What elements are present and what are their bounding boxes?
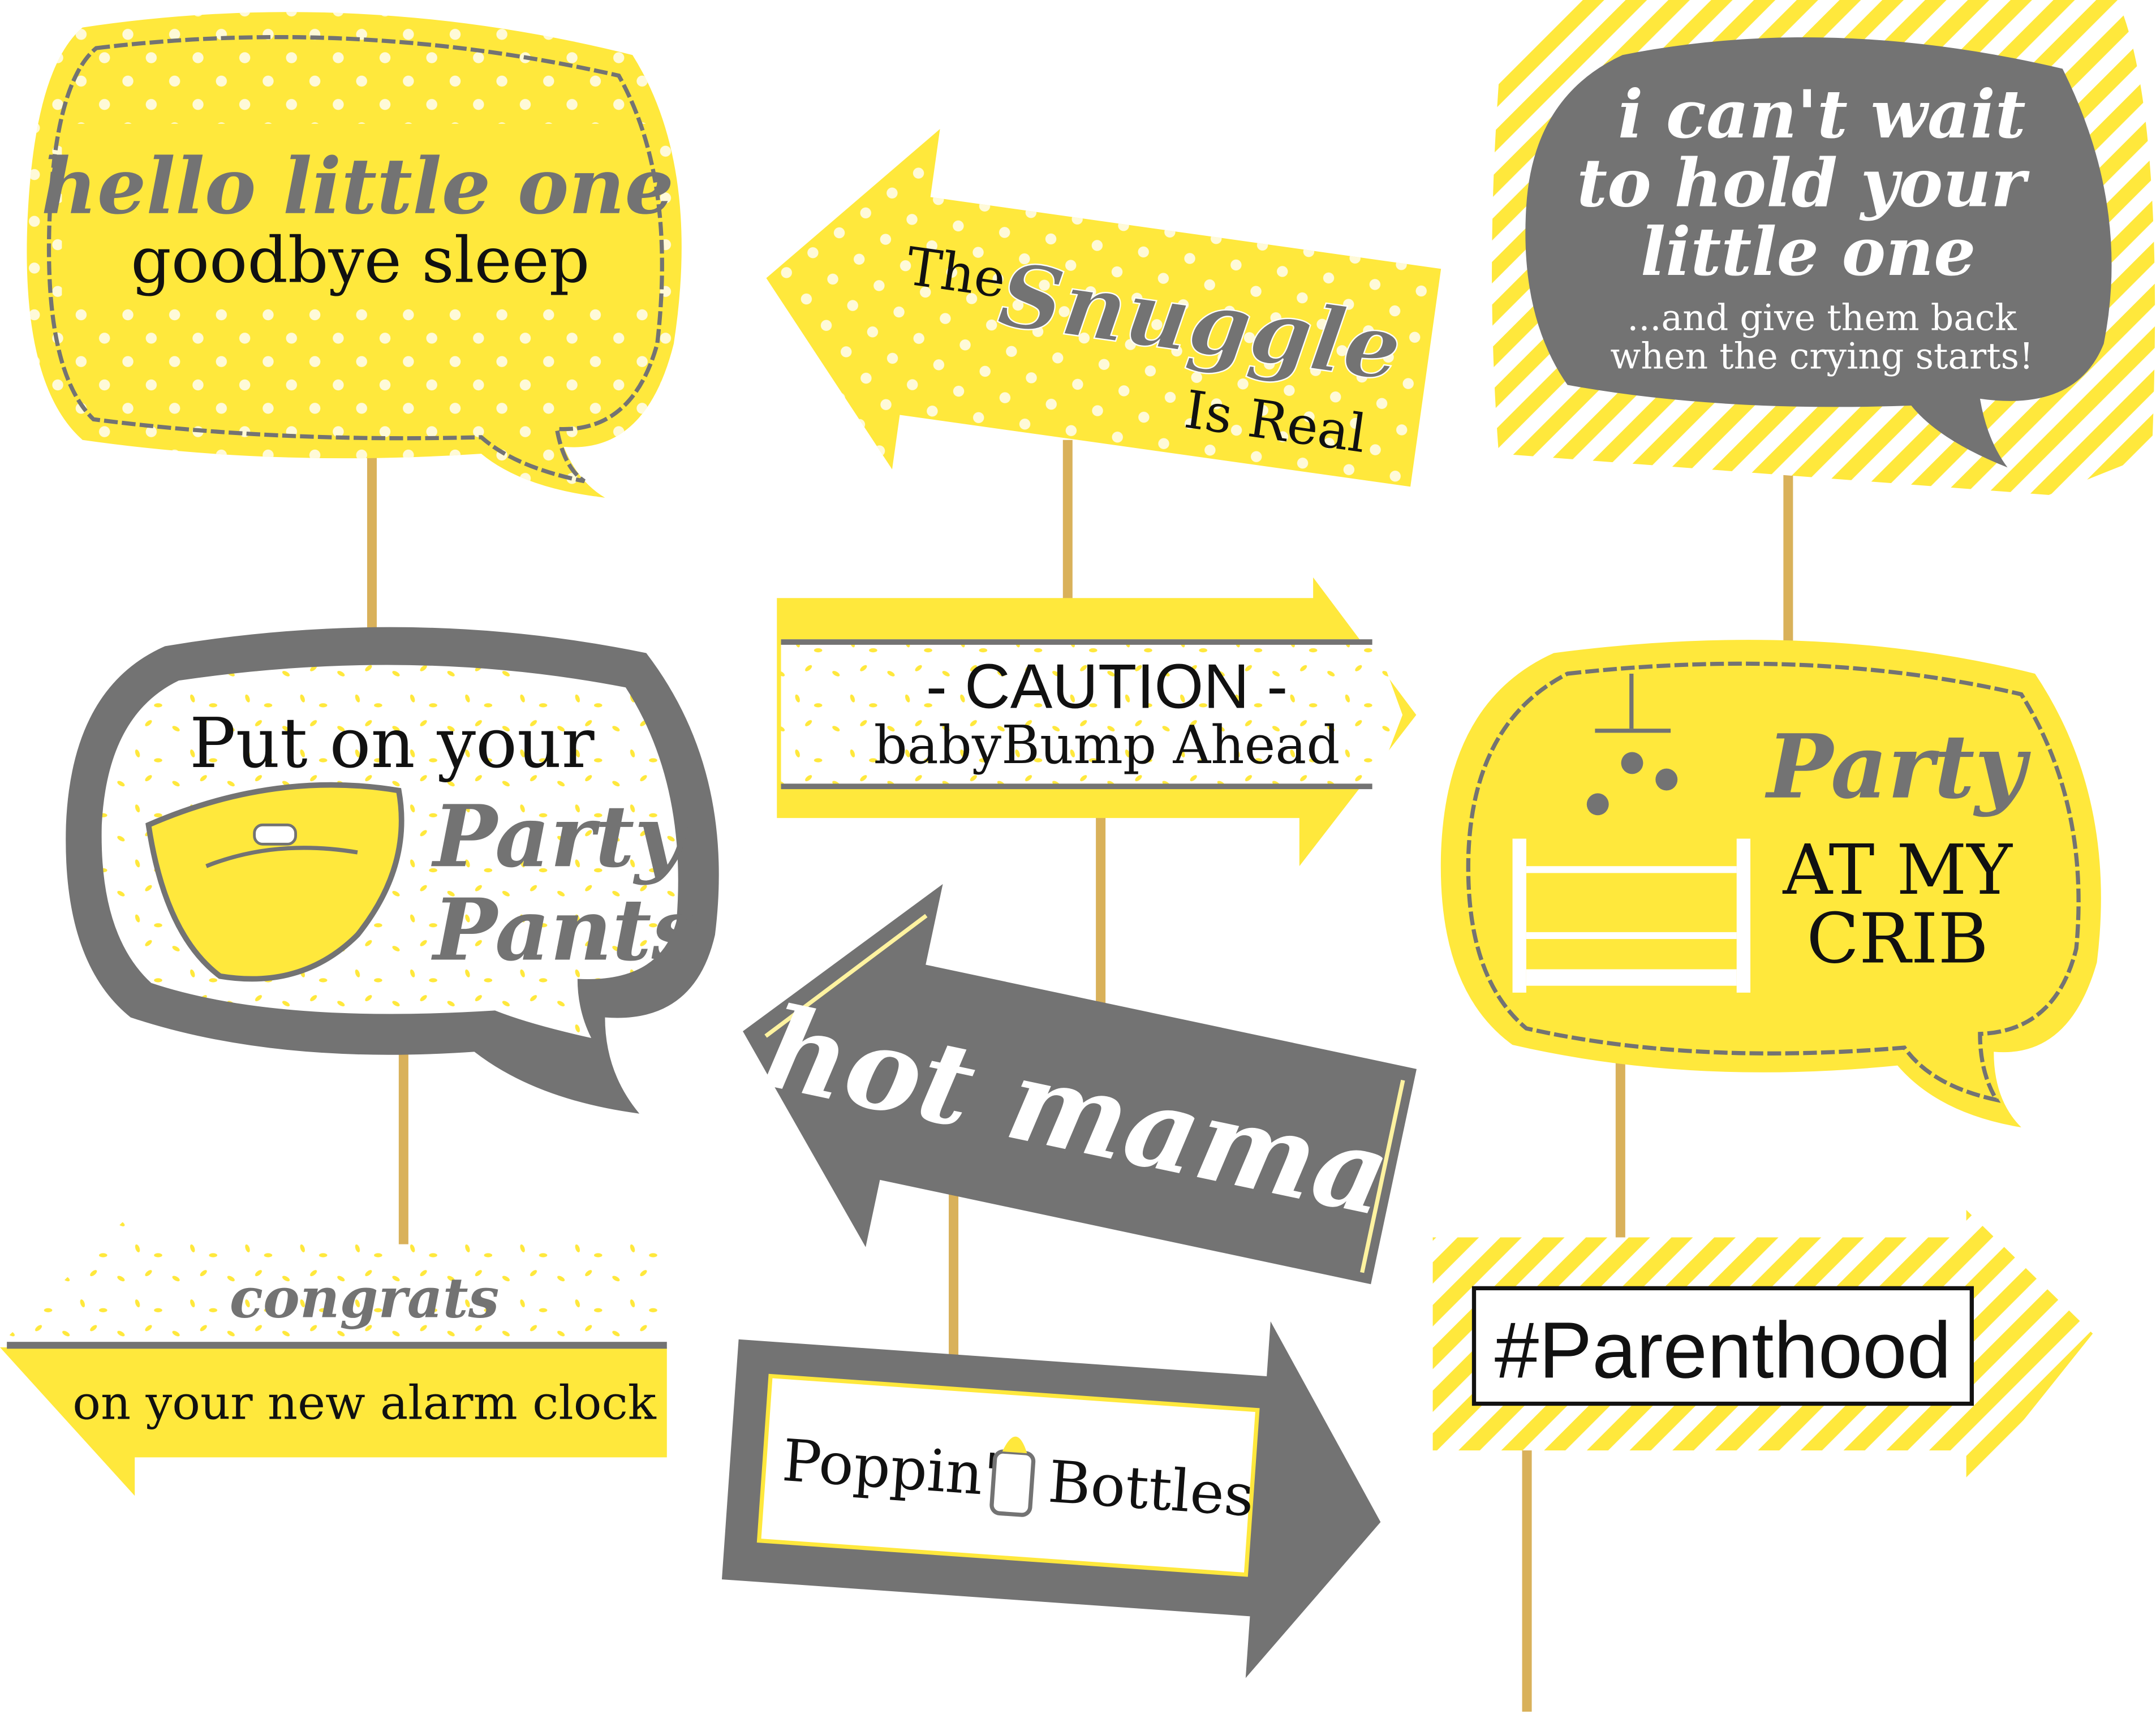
prop-hot-mama-arrow: hot mama: [743, 884, 1417, 1285]
prop-poppin-bottles-arrow: Poppin' Bottles: [721, 1321, 1381, 1678]
mobile-icon: [1586, 673, 1678, 816]
snuggle-the: The: [902, 235, 1009, 309]
diaper-icon: [145, 782, 404, 982]
parenthood-text: #Parenthood: [1495, 1305, 1951, 1394]
party-pants-party: Party: [431, 786, 690, 886]
crib-line-1: AT MY: [1782, 830, 2013, 910]
caution-line-2: babyBump Ahead: [874, 714, 1340, 776]
cant-wait-line-1: i can't wait: [1618, 75, 2026, 153]
prop-snuggle-arrow: The Snuggle Is Real: [766, 129, 1441, 487]
prop-sticks: [367, 412, 1793, 1712]
baby-bottle-icon: [989, 1436, 1036, 1517]
prop-parenthood-arrow: #Parenthood: [1432, 1209, 2093, 1492]
prop-party-pants: Put on your Party Pants: [66, 627, 719, 1114]
prop-cant-wait: i can't wait to hold your little one ...…: [1492, 0, 2155, 495]
crib-line-2: CRIB: [1806, 898, 1989, 979]
prop-party-crib: Party AT MY CRIB: [1440, 640, 2101, 1128]
prop-caution-arrow: - CAUTION - babyBump Ahead: [777, 577, 1417, 867]
cant-wait-line-3: little one: [1641, 213, 1976, 291]
hello-line-1: hello little one: [41, 141, 674, 232]
crib-icon: [1512, 838, 1751, 993]
party-pants-line-1: Put on your: [190, 703, 595, 783]
congrats-line-2: on your new alarm clock: [72, 1376, 656, 1430]
cant-wait-line-4: ...and give them back: [1627, 296, 2017, 338]
prop-congrats-arrow: congrats on your new alarm clock: [0, 1209, 667, 1496]
prop-hello-little-one: hello little one goodbye sleep: [27, 12, 682, 498]
poppin-left: Poppin': [780, 1427, 1001, 1509]
crib-party: Party: [1765, 715, 2031, 819]
poppin-right: Bottles: [1046, 1449, 1256, 1530]
cant-wait-line-2: to hold your: [1577, 144, 2030, 222]
hello-line-2: goodbye sleep: [131, 223, 589, 297]
caution-line-1: - CAUTION -: [926, 651, 1288, 722]
congrats-line-1: congrats: [230, 1265, 500, 1330]
party-pants-pants: Pants: [431, 880, 700, 980]
cant-wait-line-5: when the crying starts!: [1610, 335, 2033, 377]
